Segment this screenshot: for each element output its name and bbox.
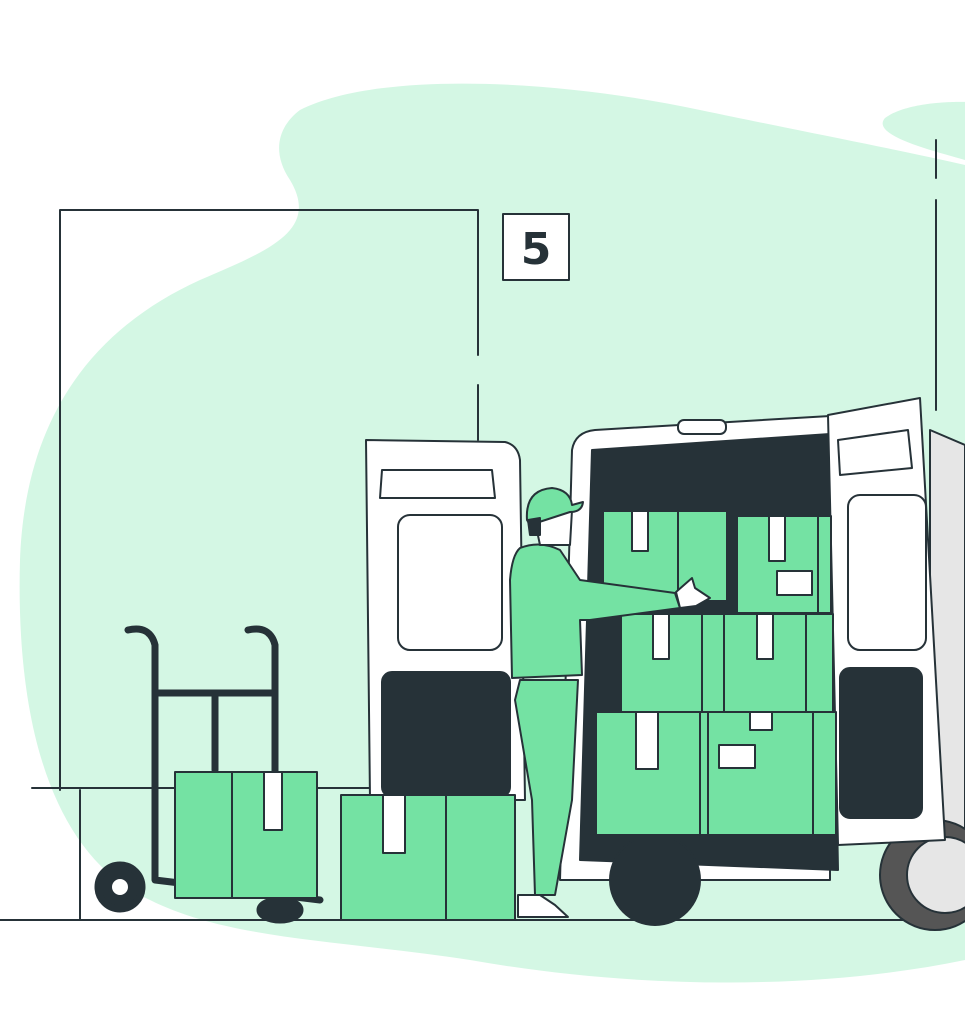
boxes-in-van [595,510,837,836]
box-on-hand-truck [174,771,318,899]
bay-number: 5 [521,224,552,275]
bay-number-sign: 5 [502,213,570,281]
background-blob-small [882,101,965,160]
delivery-worker [509,487,711,918]
box-on-ground [340,794,516,921]
hand-truck [94,625,324,924]
